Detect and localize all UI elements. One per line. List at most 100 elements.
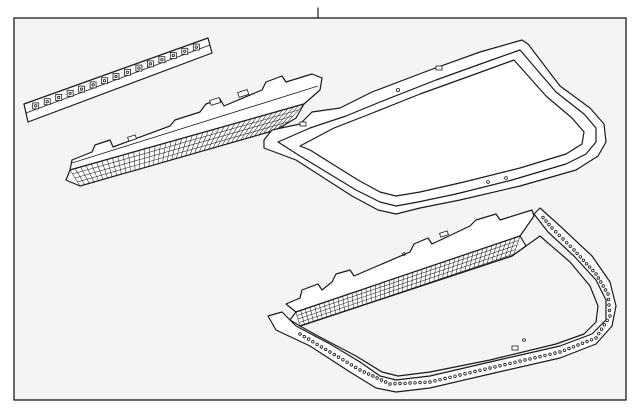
bead-dot xyxy=(513,360,517,364)
led-dot xyxy=(114,74,118,79)
led-chip xyxy=(135,64,143,72)
bead-dot xyxy=(315,342,319,346)
bead-dot xyxy=(403,381,407,385)
bead-dot xyxy=(463,372,467,376)
led-chip-group xyxy=(32,43,200,110)
mesh-line xyxy=(69,103,305,171)
mesh-line xyxy=(77,121,288,183)
mesh-line xyxy=(72,109,299,175)
bead-dot xyxy=(589,338,594,342)
led-chip xyxy=(43,98,51,106)
bead-dot xyxy=(468,371,472,375)
bead-dot xyxy=(488,366,492,370)
bead-dot xyxy=(311,340,315,344)
led-dot xyxy=(183,49,187,53)
bead-dot xyxy=(548,352,552,356)
mesh-line xyxy=(298,249,516,323)
led-chip xyxy=(146,60,154,68)
bead-dot xyxy=(375,376,379,380)
bead-dot xyxy=(413,381,417,385)
bead-dot xyxy=(578,255,582,259)
bead-dot xyxy=(588,265,592,269)
led-dot xyxy=(125,70,130,74)
bead-dot xyxy=(544,219,548,223)
bead-dot xyxy=(601,284,605,288)
bead-dot xyxy=(324,347,328,352)
mesh-line xyxy=(295,235,521,313)
lens-frame xyxy=(263,39,607,215)
led-chip xyxy=(181,47,189,55)
led-dot xyxy=(160,58,164,62)
led-dot xyxy=(68,91,72,95)
bead-dot xyxy=(547,222,551,227)
bead-dot xyxy=(554,229,558,234)
bead-dot xyxy=(594,336,598,340)
bead-dot xyxy=(591,268,595,273)
bead-dot xyxy=(302,334,306,339)
bead-dot xyxy=(458,373,462,377)
led-chip xyxy=(78,85,85,93)
bead-dot xyxy=(349,363,354,367)
bead-dot xyxy=(341,358,345,362)
bead-dot xyxy=(599,327,604,331)
bead-dot xyxy=(423,380,427,384)
bead-dot xyxy=(568,244,572,248)
bead-dot xyxy=(366,372,371,376)
led-dot xyxy=(45,100,49,104)
bead-dot xyxy=(558,350,562,354)
housing-mesh xyxy=(69,103,305,187)
led-dot xyxy=(194,45,198,49)
led-dot xyxy=(91,83,95,87)
bead-dot xyxy=(597,331,601,336)
bead-dot xyxy=(606,297,611,302)
bead-dot xyxy=(580,341,585,345)
bead-dot xyxy=(562,348,567,352)
led-chip xyxy=(158,56,166,64)
bead-dot xyxy=(606,292,610,296)
bead-dot xyxy=(584,262,589,266)
bead-dot xyxy=(503,362,507,367)
bead-dot xyxy=(528,357,532,361)
bead-dot xyxy=(332,352,336,357)
bead-dot xyxy=(607,303,611,307)
led-chip xyxy=(112,73,120,80)
bead-dot xyxy=(371,374,375,378)
bead-dot xyxy=(408,381,412,385)
bead-dot xyxy=(581,258,586,262)
bead-dot xyxy=(453,374,457,378)
bead-dot xyxy=(473,369,477,374)
bead-dot xyxy=(428,380,432,384)
bead-dot xyxy=(565,240,569,245)
bead-dot xyxy=(508,361,512,366)
mesh-line xyxy=(296,240,519,316)
led-chip xyxy=(55,94,63,101)
bead-dot xyxy=(603,288,608,292)
bead-dot xyxy=(585,339,589,344)
led-chip xyxy=(124,68,131,76)
led-dot xyxy=(137,66,141,70)
bead-dot xyxy=(541,215,545,220)
mesh-line xyxy=(74,115,294,179)
bead-dot xyxy=(478,368,482,372)
led-dot xyxy=(80,87,84,91)
lamp-housing xyxy=(65,73,323,187)
bead-dot xyxy=(594,272,598,276)
bead-dot xyxy=(575,251,579,256)
mesh-line xyxy=(297,244,518,320)
led-circuit-board xyxy=(23,37,213,123)
mesh-line xyxy=(79,127,283,187)
bead-dot xyxy=(553,351,557,355)
led-dot xyxy=(102,79,107,83)
bead-dot xyxy=(448,375,452,379)
bead-dot xyxy=(607,308,612,313)
bead-dot xyxy=(443,376,447,381)
led-chip xyxy=(66,89,74,97)
bead-dot xyxy=(362,370,366,374)
bead-dot xyxy=(561,237,565,241)
bead-dot xyxy=(328,350,332,354)
bead-dot xyxy=(418,380,422,385)
bead-dot xyxy=(298,332,302,336)
led-dot xyxy=(34,104,38,108)
led-dot xyxy=(171,53,175,58)
bead-dot xyxy=(533,356,537,360)
